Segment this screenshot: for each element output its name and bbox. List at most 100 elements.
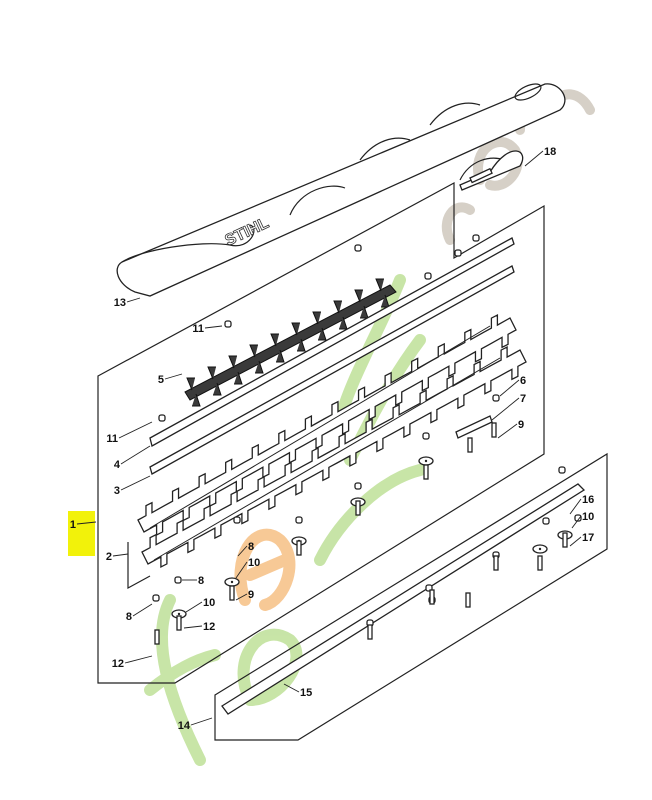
leader-line	[126, 297, 141, 303]
callout-10: 10	[248, 557, 260, 569]
callout-6: 6	[520, 375, 526, 387]
nut-icon	[422, 432, 430, 440]
leader-line	[497, 423, 518, 439]
upper-blade-part-3-slot	[149, 325, 491, 529]
leader-line	[569, 498, 582, 515]
callout-9: 9	[518, 419, 524, 431]
callout-8: 8	[198, 575, 204, 587]
part-5-tooth	[249, 344, 264, 374]
part-5-body	[184, 284, 397, 401]
bolt-icon	[493, 555, 499, 571]
leader-line	[120, 475, 151, 491]
nut-icon	[295, 516, 303, 524]
callout-10: 10	[203, 597, 215, 609]
bar-part-4	[149, 237, 515, 447]
leader-line	[235, 593, 248, 601]
bolt-icon	[562, 532, 568, 548]
callout-12: 12	[112, 658, 124, 670]
leader-line	[120, 445, 151, 465]
leader-line	[569, 536, 582, 547]
nut-icon	[233, 516, 241, 524]
bolt-icon	[367, 624, 373, 640]
drive-part-5	[184, 278, 397, 407]
lower-blade-part-2-slot	[153, 357, 501, 561]
callout-9: 9	[248, 589, 254, 601]
leader-line	[524, 150, 544, 167]
nut-icon	[152, 594, 160, 602]
callout-2: 2	[106, 551, 112, 563]
nut-icon	[158, 414, 166, 422]
upper-blade-part-3	[137, 314, 517, 536]
callout-18: 18	[544, 146, 556, 158]
bolt-icon	[537, 555, 543, 571]
leader-line	[190, 717, 213, 726]
callout-11: 11	[106, 433, 118, 445]
callout-11: 11	[192, 323, 204, 335]
nut-icon	[574, 514, 582, 522]
nut-icon	[454, 249, 462, 257]
part-5-tooth	[186, 377, 201, 407]
assembly-frame-1	[97, 181, 545, 684]
nut-icon	[354, 482, 362, 490]
lower-blade-part-2	[141, 346, 527, 568]
callout-5: 5	[158, 374, 164, 386]
callout-15: 15	[300, 687, 312, 699]
leader-line	[204, 325, 223, 329]
assembly-frame-2	[127, 542, 151, 590]
bolt-icon	[355, 500, 361, 516]
callout-3: 3	[114, 485, 120, 497]
callout-8: 8	[126, 611, 132, 623]
bolt-icon	[429, 589, 435, 605]
assembly-frame-14	[214, 452, 608, 741]
callout-14: 14	[178, 720, 191, 732]
leader-line	[491, 397, 520, 421]
leader-line	[571, 515, 582, 529]
leader-line	[124, 655, 153, 664]
leader-line	[164, 373, 183, 380]
nut-icon	[354, 244, 362, 252]
leader-line	[118, 421, 153, 439]
washer-hole	[177, 612, 181, 616]
callout-4: 4	[114, 459, 121, 471]
part-5-tooth	[291, 322, 306, 352]
highlight-marker	[68, 511, 95, 556]
leader-line	[76, 521, 97, 525]
bolt-icon	[465, 592, 471, 608]
leader-line	[235, 561, 248, 579]
part-5-tooth	[312, 311, 327, 341]
plate-part-7	[455, 415, 493, 439]
bolt-icon	[423, 464, 429, 480]
leader-line	[185, 601, 203, 613]
nut-icon	[492, 394, 500, 402]
washer-hole	[230, 580, 234, 584]
callout-10: 10	[582, 511, 594, 523]
bolt-icon	[467, 437, 473, 453]
leader-line	[237, 545, 248, 557]
nut-icon	[174, 576, 182, 584]
nut-icon	[424, 272, 432, 280]
nut-icon	[472, 234, 480, 242]
part-5-tooth	[270, 333, 285, 363]
hardware	[152, 234, 582, 645]
part-5-tooth	[228, 355, 243, 385]
bolt-icon	[491, 422, 497, 438]
callout-17: 17	[582, 532, 594, 544]
bolt-icon	[296, 540, 302, 556]
callout-7: 7	[520, 393, 526, 405]
nut-icon	[224, 320, 232, 328]
bolt-icon	[154, 629, 160, 645]
rail-part-15	[221, 483, 586, 715]
cutter-blades	[137, 314, 527, 568]
nut-icon	[542, 517, 550, 525]
nut-icon	[558, 466, 566, 474]
callout-12: 12	[203, 621, 215, 633]
callout-13: 13	[114, 297, 126, 309]
leader-line	[112, 553, 129, 557]
leader-line	[283, 683, 300, 693]
bolt-icon	[229, 585, 235, 601]
callout-1: 1	[70, 519, 76, 531]
leader-line	[132, 603, 153, 617]
washer-hole	[424, 459, 428, 463]
